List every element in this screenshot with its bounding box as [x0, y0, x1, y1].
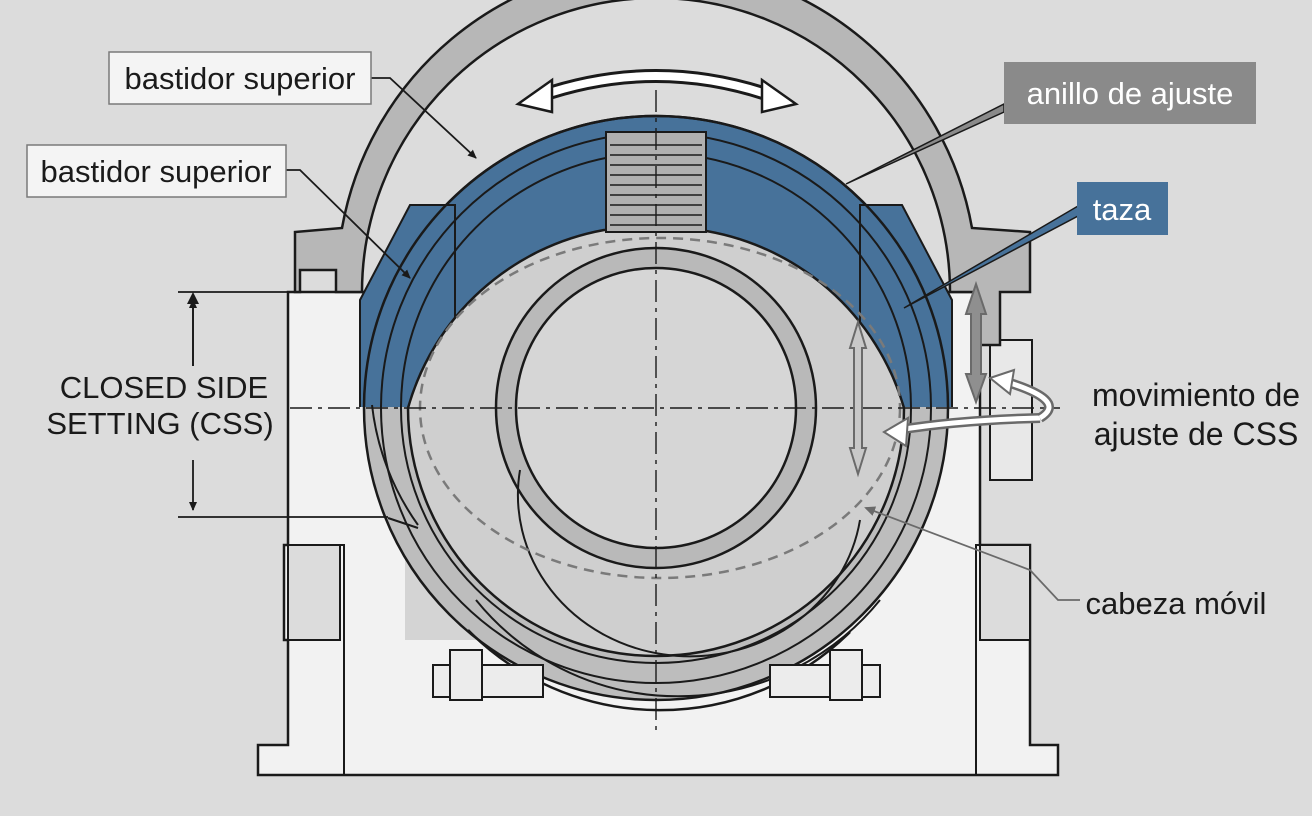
base-brackets	[432, 649, 881, 701]
label-upper-frame-2: bastidor superior	[26, 144, 287, 198]
adjusting-ring-text: anillo de ajuste	[1027, 76, 1234, 111]
css-dimension	[178, 291, 388, 518]
rotation-arrow	[515, 69, 799, 114]
mantle-label: cabeza móvil	[1086, 586, 1267, 621]
label-adjusting-ring: anillo de ajuste	[1004, 62, 1256, 124]
label-bowl: taza	[1077, 182, 1168, 235]
css-adjust-arrow	[882, 368, 1054, 448]
vertical-adjust-arrows	[848, 280, 988, 478]
upper-frame-2-text: bastidor superior	[41, 154, 272, 189]
label-upper-frame-1: bastidor superior	[108, 51, 372, 105]
bowl-text: taza	[1093, 192, 1152, 227]
upper-frame-1-text: bastidor superior	[125, 61, 356, 96]
mantle-leader	[864, 506, 1080, 601]
upper-frame-shell	[293, 0, 1032, 347]
leader-lines	[286, 77, 477, 279]
css-label-line1: CLOSED SIDE	[60, 370, 268, 405]
center-lines	[290, 90, 1060, 730]
css-label-line2: SETTING (CSS)	[46, 406, 273, 441]
movement-label-line1: movimiento de	[1092, 377, 1300, 413]
movement-label-line2: ajuste de CSS	[1094, 416, 1299, 452]
